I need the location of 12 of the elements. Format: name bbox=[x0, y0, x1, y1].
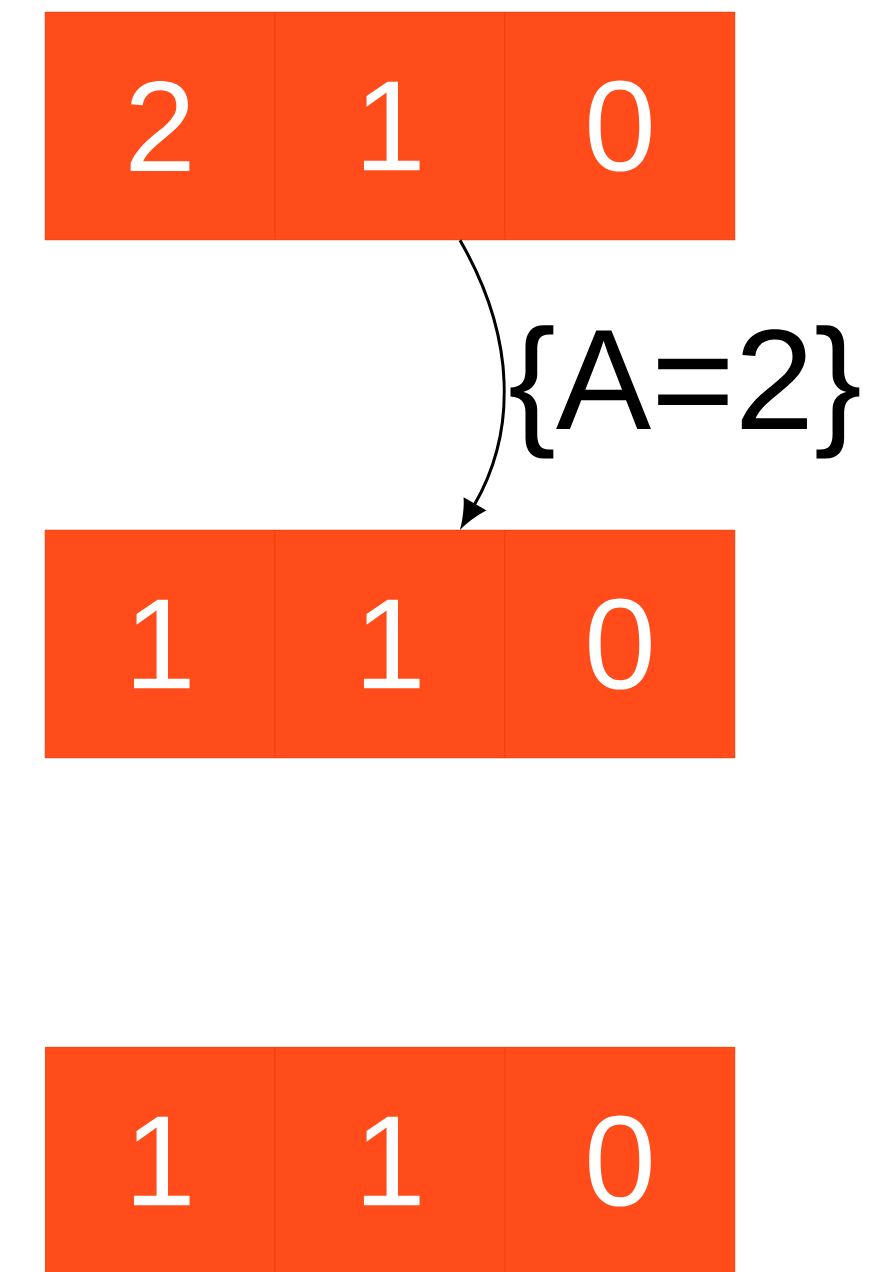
digit-cell: 1 bbox=[274, 1046, 506, 1272]
digit-cell: 1 bbox=[274, 11, 506, 241]
digit-cell: 1 bbox=[44, 1046, 276, 1272]
arrow bbox=[458, 239, 506, 527]
digit-cell: 0 bbox=[504, 1046, 736, 1272]
digit-cell: 1 bbox=[44, 529, 276, 759]
edge-label: {A=2} bbox=[505, 323, 865, 461]
digit-cell: 0 bbox=[504, 529, 736, 759]
digit-cell: 0 bbox=[504, 11, 736, 241]
digit-cell: 2 bbox=[44, 11, 276, 241]
node-label: 1 bbox=[133, 1116, 190, 1206]
digit-cell: 1 bbox=[274, 529, 506, 759]
